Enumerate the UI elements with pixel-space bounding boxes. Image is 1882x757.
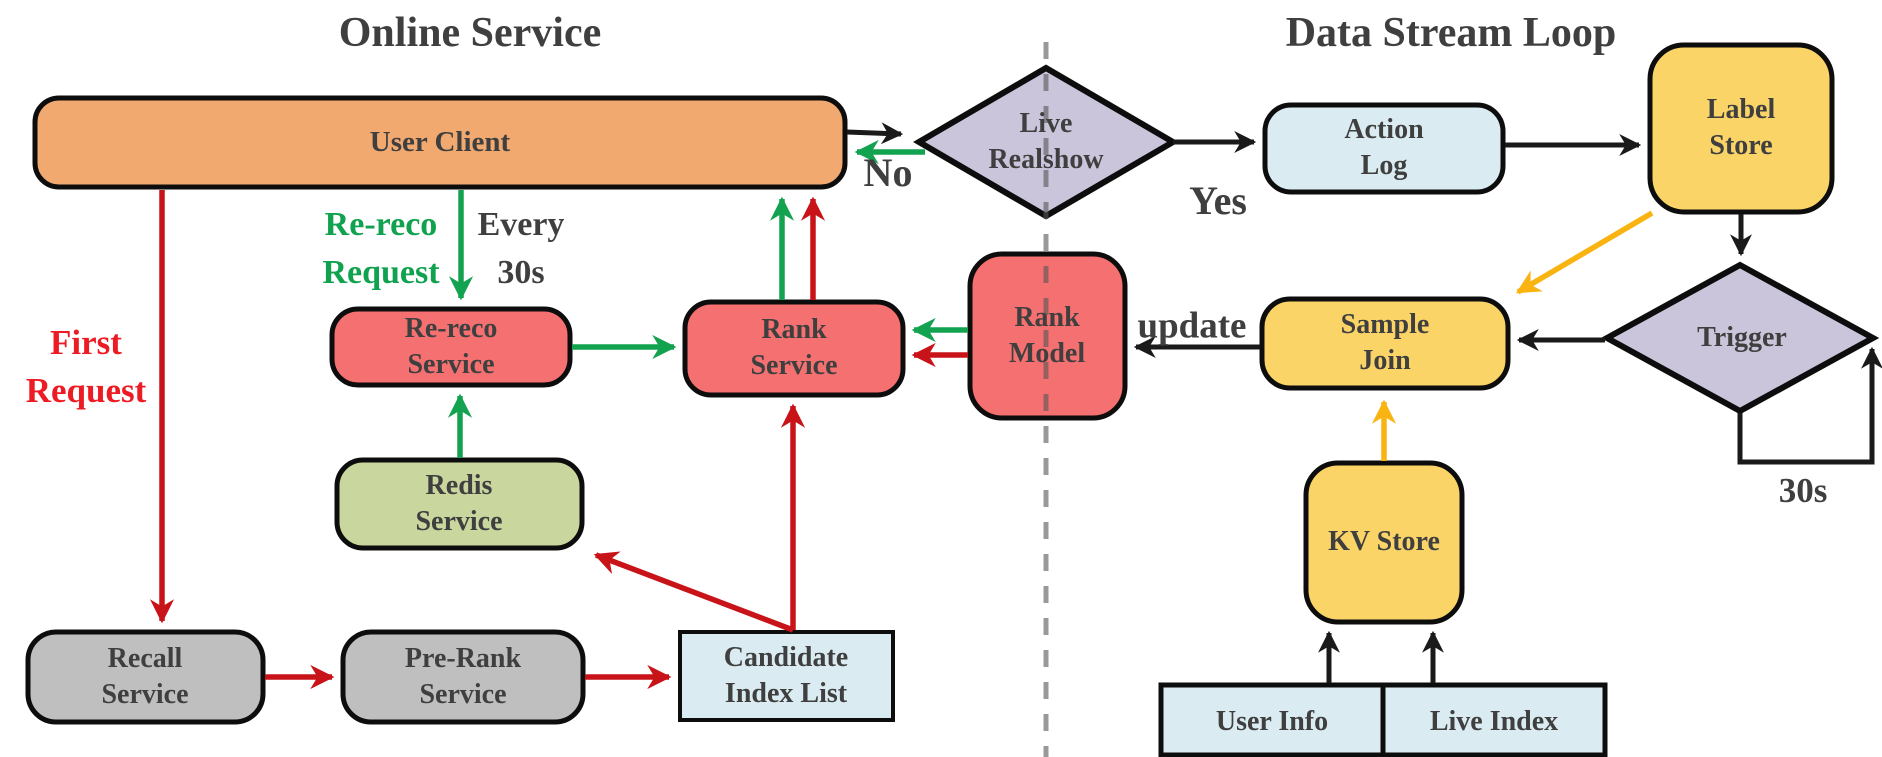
user-info-label: User Info — [1215, 706, 1329, 737]
label-store-label: Label Store — [1707, 92, 1775, 164]
kv-store-label: KV Store — [1328, 526, 1440, 557]
candidate-index-list-label: Candidate Index List — [724, 640, 848, 712]
rank-service-box — [682, 299, 906, 398]
edge-user-client-to-realshow — [846, 122, 904, 145]
every-30s-line1: Every — [477, 206, 565, 243]
rank-model-line2: Model — [1008, 338, 1086, 369]
online-service-title: Online Service — [338, 10, 602, 56]
update-label: update — [1137, 305, 1247, 347]
trigger-diamond — [1600, 261, 1880, 415]
recall-service-box — [25, 629, 266, 725]
sample-join-line1: Sample — [1340, 309, 1430, 340]
pre-rank-service-box — [340, 629, 586, 725]
live-realshow-label: Live Realshow — [988, 106, 1103, 178]
re-reco-request-line1: Re-reco — [324, 206, 438, 243]
pre-rank-service-label: Pre-Rank Service — [405, 641, 521, 713]
edge-candidate-to-redis — [593, 551, 794, 633]
label-store-line2: Store — [1709, 130, 1773, 161]
every-30s-line2: 30s — [497, 254, 545, 291]
sample-join-box — [1259, 296, 1511, 391]
candidate-index-list-box — [678, 630, 895, 722]
trigger-label: Trigger — [1697, 322, 1787, 353]
live-index-box — [1380, 682, 1608, 757]
recall-service-line1: Recall — [107, 643, 183, 674]
re-reco-request-label: Re-reco Request — [322, 201, 439, 297]
redis-service-label: Redis Service — [415, 468, 502, 540]
sample-join-label: Sample Join — [1341, 307, 1430, 379]
live-realshow-line2: Realshow — [988, 144, 1104, 175]
recall-service-label: Recall Service — [101, 641, 188, 713]
yes-label: Yes — [1189, 178, 1247, 223]
first-request-line1: First — [50, 323, 122, 362]
first-request-label: First Request — [26, 319, 147, 415]
re-reco-service-line2: Service — [407, 349, 495, 380]
recall-service-line2: Service — [101, 679, 189, 710]
action-log-line1: Action — [1344, 114, 1424, 145]
user-client-label: User Client — [369, 126, 511, 158]
re-reco-service-line1: Re-reco — [404, 313, 498, 344]
edge-trigger-30s-loop — [1737, 346, 1882, 465]
rank-service-label: Rank Service — [750, 312, 837, 384]
redis-service-line1: Redis — [425, 470, 493, 501]
label-store-line1: Label — [1706, 94, 1776, 125]
re-reco-service-label: Re-reco Service — [405, 311, 498, 383]
action-log-box — [1262, 102, 1506, 195]
rank-service-line2: Service — [750, 350, 838, 381]
action-log-line2: Log — [1360, 150, 1408, 181]
re-reco-service-box — [329, 306, 573, 388]
rank-model-line1: Rank — [1014, 302, 1080, 333]
rank-model-label: Rank Model — [1009, 300, 1085, 372]
no-label: No — [863, 150, 913, 195]
data-stream-loop-title: Data Stream Loop — [1285, 10, 1617, 56]
candidate-index-list-line1: Candidate — [723, 642, 849, 673]
every-30s-label: Every 30s — [478, 201, 565, 297]
pre-rank-service-line2: Service — [419, 679, 507, 710]
user-client-box — [32, 95, 848, 190]
first-request-line2: Request — [25, 371, 147, 410]
kv-store-box — [1303, 460, 1465, 625]
sample-join-line2: Join — [1359, 345, 1411, 376]
live-index-label: Live Index — [1429, 706, 1559, 737]
re-reco-request-line2: Request — [322, 254, 440, 291]
redis-service-box — [334, 457, 585, 551]
candidate-index-list-line2: Index List — [724, 678, 848, 709]
rank-service-line1: Rank — [761, 314, 827, 345]
action-log-label: Action Log — [1344, 112, 1423, 184]
live-realshow-line1: Live — [1019, 108, 1073, 139]
pre-rank-service-line1: Pre-Rank — [404, 643, 522, 674]
label-store-box — [1647, 42, 1835, 215]
trigger-30s-label: 30s — [1778, 471, 1828, 510]
edge-label-store-to-sample-join — [1515, 210, 1654, 295]
redis-service-line2: Service — [415, 506, 503, 537]
